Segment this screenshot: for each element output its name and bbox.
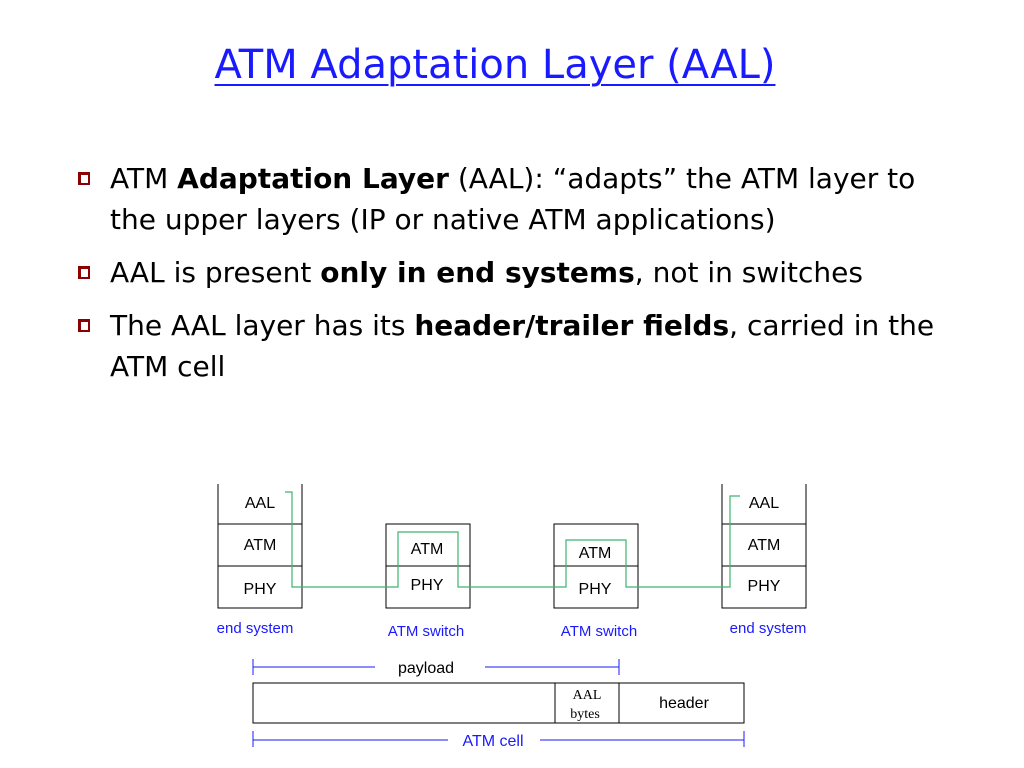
bullet-box-icon xyxy=(78,172,90,185)
bullet-item: The AAL layer has its header/trailer fie… xyxy=(70,305,950,387)
payload-label: payload xyxy=(398,660,454,677)
bullet-box-icon xyxy=(78,319,90,332)
atm-switch-caption: ATM switch xyxy=(388,623,464,640)
bullet-bold-text: only in end systems xyxy=(320,256,635,289)
atm-cell-box: AAL bytes header xyxy=(252,682,745,724)
atm-layer-label: ATM xyxy=(579,545,612,562)
end-system-left-stack: AAL ATM PHY xyxy=(217,484,303,609)
bullet-list: ATM Adaptation Layer (AAL): “adapts” the… xyxy=(70,158,950,399)
end-system-caption: end system xyxy=(217,620,294,637)
phy-layer-label: PHY xyxy=(579,581,612,598)
cell-outline xyxy=(252,682,745,724)
atm-cell-label: ATM cell xyxy=(462,733,523,750)
aal-layer-label: AAL xyxy=(749,495,779,512)
phy-layer-label: PHY xyxy=(244,581,277,598)
payload-dimension: payload xyxy=(252,659,620,677)
bullet-item: ATM Adaptation Layer (AAL): “adapts” the… xyxy=(70,158,950,240)
aal-bytes-label: AAL xyxy=(573,688,602,703)
atm-switch-right-stack: ATM PHY xyxy=(553,523,639,609)
bullet-text: ATM xyxy=(110,162,178,195)
slide-title: ATM Adaptation Layer (AAL) xyxy=(214,42,776,88)
atm-switch-left-stack: ATM PHY xyxy=(385,523,471,609)
bullet-text: , not in switches xyxy=(634,256,863,289)
atm-layer-label: ATM xyxy=(244,537,277,554)
bullet-text: AAL is present xyxy=(110,256,321,289)
aal-bytes-label: bytes xyxy=(570,707,600,722)
bullet-bold-text: header/trailer fields xyxy=(414,309,730,342)
stack-outline xyxy=(217,484,303,609)
aal-layer-label: AAL xyxy=(245,495,275,512)
bullet-text: The AAL layer has its xyxy=(110,309,415,342)
end-system-right-stack: AAL ATM PHY xyxy=(721,484,807,609)
phy-layer-label: PHY xyxy=(748,578,781,595)
atm-switch-caption: ATM switch xyxy=(561,623,637,640)
atm-layer-label: ATM xyxy=(748,537,781,554)
atm-cell-dimension: ATM cell xyxy=(252,731,745,750)
bullet-box-icon xyxy=(78,266,90,279)
bullet-bold-text: Adaptation Layer xyxy=(177,162,449,195)
atm-layer-label: ATM xyxy=(411,541,444,558)
bullet-text: , carried in the ATM cell xyxy=(110,309,935,383)
phy-layer-label: PHY xyxy=(411,577,444,594)
data-path-line xyxy=(285,491,740,588)
header-field-label: header xyxy=(659,695,709,712)
bullet-item: AAL is present only in end systems, not … xyxy=(70,252,950,293)
stack-outline xyxy=(721,484,807,609)
bullet-text: (AAL): “adapts” the ATM layer to the upp… xyxy=(110,162,916,236)
end-system-caption: end system xyxy=(730,620,807,637)
